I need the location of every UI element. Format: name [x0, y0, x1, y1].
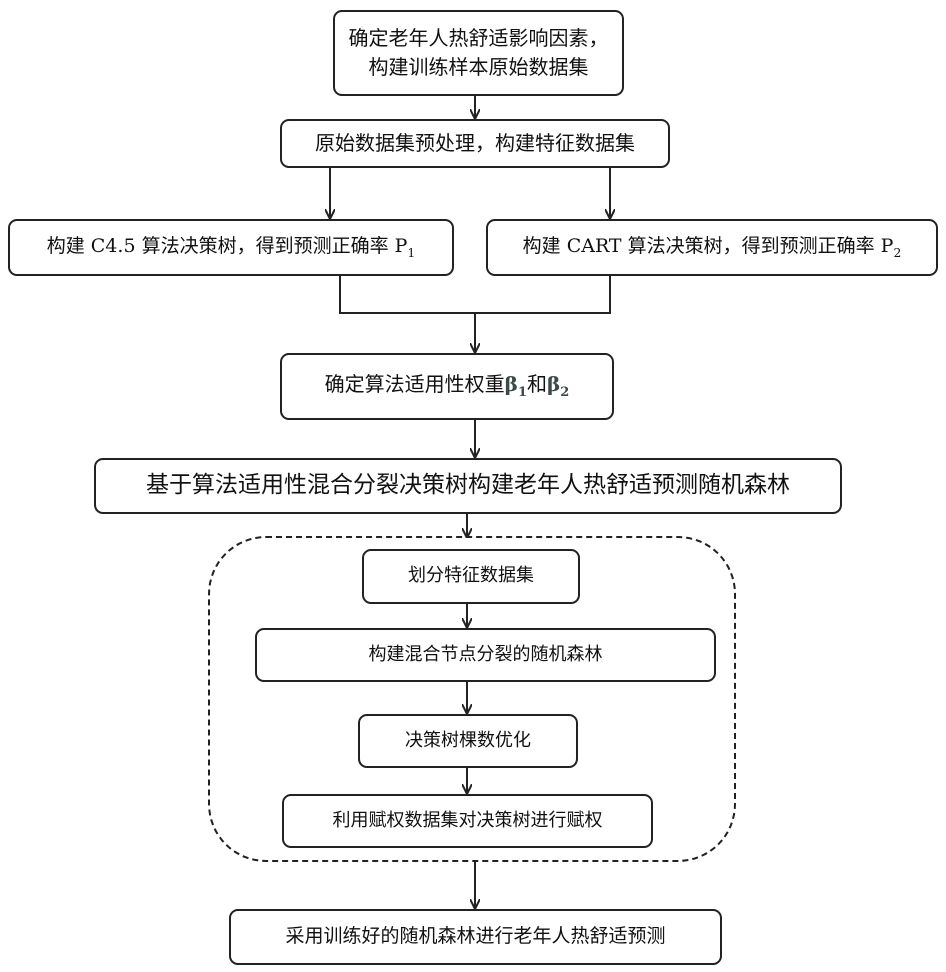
p1-subscript: 1 — [407, 245, 415, 259]
step-build-cart: 构建 CART 算法决策树，得到预测正确率 P2 — [486, 219, 938, 276]
p2-subscript: 2 — [893, 245, 901, 259]
step-preprocess-label: 原始数据集预处理，构建特征数据集 — [315, 129, 635, 158]
step-build-random-forest: 基于算法适用性混合分裂决策树构建老年人热舒适预测随机森林 — [94, 458, 842, 514]
step-identify-factors: 确定老年人热舒适影响因素， 构建训练样本原始数据集 — [333, 10, 624, 96]
step-build-cart-label: 构建 CART 算法决策树，得到预测正确率 P2 — [523, 233, 902, 263]
substep-weight-trees-label: 利用赋权数据集对决策树进行赋权 — [333, 808, 603, 834]
substep-hybrid-split-forest: 构建混合节点分裂的随机森林 — [255, 628, 716, 682]
substep-weight-trees: 利用赋权数据集对决策树进行赋权 — [282, 794, 653, 848]
substep-split-dataset: 划分特征数据集 — [362, 549, 580, 604]
step-build-random-forest-label: 基于算法适用性混合分裂决策树构建老年人热舒适预测随机森林 — [146, 469, 790, 502]
step-predict-comfort: 采用训练好的随机森林进行老年人热舒适预测 — [229, 909, 722, 965]
beta1-symbol: β — [505, 372, 518, 396]
step-predict-comfort-label: 采用训练好的随机森林进行老年人热舒适预测 — [285, 923, 665, 951]
beta2-symbol: β — [547, 372, 560, 396]
step-identify-factors-line1: 确定老年人热舒适影响因素， — [349, 24, 609, 53]
step-build-c45-label: 构建 C4.5 算法决策树，得到预测正确率 P1 — [47, 233, 416, 263]
step-preprocess: 原始数据集预处理，构建特征数据集 — [280, 119, 670, 168]
substep-tree-count-optimization: 决策树棵数优化 — [358, 714, 578, 768]
substep-split-dataset-label: 划分特征数据集 — [408, 563, 534, 589]
step-determine-weights: 确定算法适用性权重β1和β2 — [280, 353, 614, 420]
beta2-subscript: 2 — [560, 385, 569, 400]
merge-line — [340, 276, 610, 313]
substep-hybrid-split-forest-label: 构建混合节点分裂的随机森林 — [369, 642, 603, 668]
substep-tree-count-optimization-label: 决策树棵数优化 — [405, 728, 531, 754]
step-determine-weights-label: 确定算法适用性权重β1和β2 — [325, 370, 570, 403]
step-build-c45: 构建 C4.5 算法决策树，得到预测正确率 P1 — [8, 219, 454, 276]
beta1-subscript: 1 — [518, 385, 527, 400]
step-identify-factors-line2: 构建训练样本原始数据集 — [349, 53, 609, 82]
